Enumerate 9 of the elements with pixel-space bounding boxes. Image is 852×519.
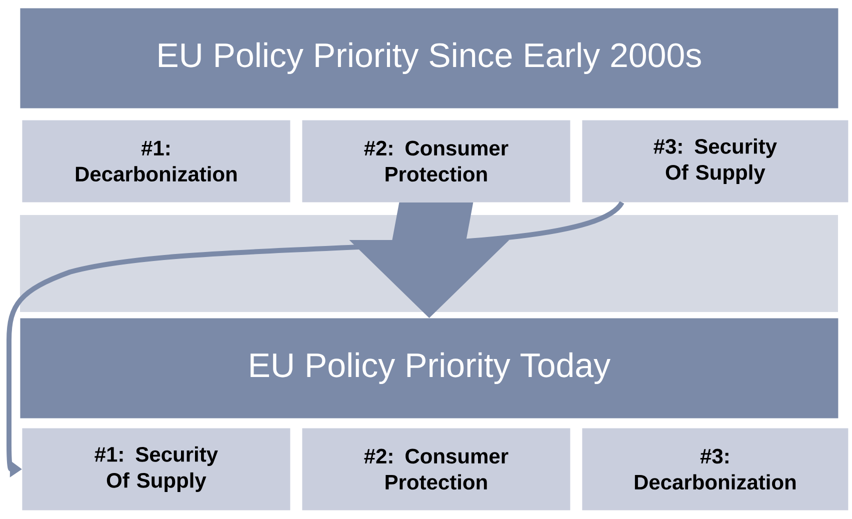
title-banner: EU Policy Priority Today — [20, 318, 838, 418]
block-arrow — [349, 202, 510, 318]
title-banner: EU Policy Priority Since Early 2000s — [20, 8, 838, 108]
priority-box: #1: Decarbonization — [22, 120, 290, 202]
priority-box: #3: Decarbonization — [582, 428, 848, 510]
priority-box: #2: Consumer Protection — [302, 120, 570, 202]
priority-box: #3: Security Of Supply — [582, 120, 848, 202]
priority-box: #1: Security Of Supply — [22, 428, 290, 510]
priority-box: #2: Consumer Protection — [302, 428, 570, 510]
